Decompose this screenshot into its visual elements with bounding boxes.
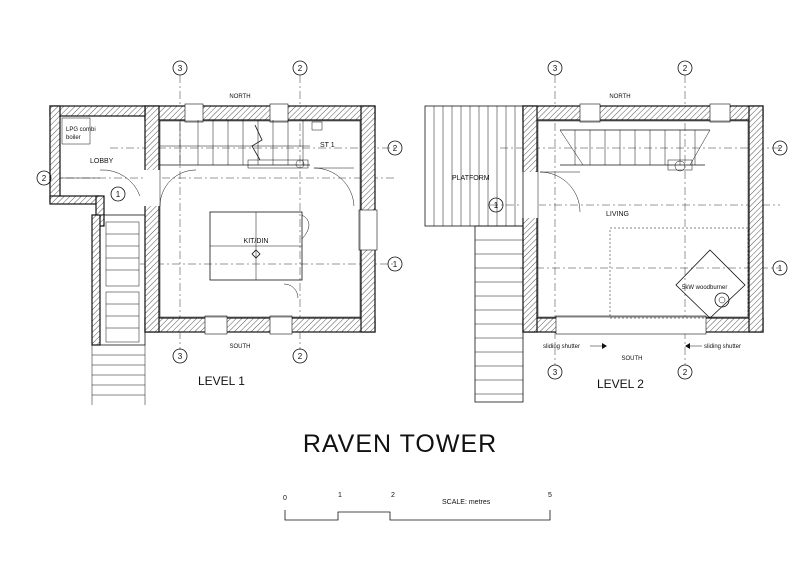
l1-caption: LEVEL 1 (198, 374, 245, 388)
l1-grid-markers: 3 2 3 2 2 1 2 1 (36, 60, 403, 364)
scale-tick-2: 2 (391, 492, 395, 499)
svg-text:1: 1 (494, 201, 499, 210)
l2-east-wall (748, 105, 764, 333)
l2-grid-markers: 3 2 3 2 2 1 1 (488, 60, 788, 380)
svg-text:3: 3 (553, 368, 558, 377)
l1-external-stair (91, 214, 146, 405)
scale-tick-5: 5 (548, 492, 552, 499)
l2-platform (424, 105, 524, 403)
svg-text:2: 2 (683, 64, 688, 73)
l1-south-label: SOUTH (230, 344, 251, 350)
svg-text:1: 1 (778, 264, 783, 273)
svg-text:3: 3 (178, 352, 183, 361)
scale-bar: 0 1 2 5 SCALE: metres (283, 492, 552, 521)
l1-stair-label: ST 1 (320, 142, 335, 149)
l1-north-wall (144, 105, 376, 121)
l2-west-wall (522, 105, 538, 333)
svg-text:3: 3 (553, 64, 558, 73)
l1-south-wall (144, 317, 376, 333)
l1-boiler-label-1: LPG combi (66, 127, 96, 133)
svg-text:2: 2 (298, 64, 303, 73)
svg-text:1: 1 (116, 190, 121, 199)
l2-stair (559, 129, 711, 172)
l2-shutter-left-label: sliding shutter (543, 344, 580, 350)
scale-label: SCALE: metres (442, 499, 491, 506)
scale-tick-0: 0 (283, 495, 287, 502)
level2-plan: 3 2 3 2 2 1 1 NORTH SOUTH PLATFORM LIVIN… (424, 60, 788, 403)
l1-table (209, 211, 310, 281)
l2-south-label: SOUTH (622, 356, 643, 362)
svg-text:1: 1 (393, 260, 398, 269)
l1-kitchen-label: KIT/DIN (244, 238, 269, 245)
l2-living-label: LIVING (606, 211, 629, 218)
l1-north-label: NORTH (229, 94, 250, 100)
l2-woodburner (675, 249, 746, 319)
scale-tick-1: 1 (338, 492, 342, 499)
svg-text:2: 2 (778, 144, 783, 153)
l1-boiler-label-2: boiler (66, 135, 81, 141)
l2-north-label: NORTH (609, 94, 630, 100)
svg-text:2: 2 (42, 174, 47, 183)
svg-text:2: 2 (683, 368, 688, 377)
l2-caption: LEVEL 2 (597, 377, 644, 391)
drawing-title: RAVEN TOWER (303, 430, 497, 458)
l2-woodburner-label: 5kW woodburner (682, 285, 727, 291)
svg-text:2: 2 (298, 352, 303, 361)
l2-platform-label: PLATFORM (452, 175, 490, 182)
level1-plan: 3 2 3 2 2 1 2 1 NORTH SOUTH LOBBY LPG co… (36, 60, 403, 405)
svg-text:2: 2 (393, 144, 398, 153)
l1-lobby (49, 105, 146, 227)
l1-west-wall (144, 105, 160, 333)
l1-lobby-label: LOBBY (90, 158, 114, 165)
l1-stair (160, 120, 310, 166)
svg-text:3: 3 (178, 64, 183, 73)
l2-shutter-right-label: sliding shutter (704, 344, 741, 350)
